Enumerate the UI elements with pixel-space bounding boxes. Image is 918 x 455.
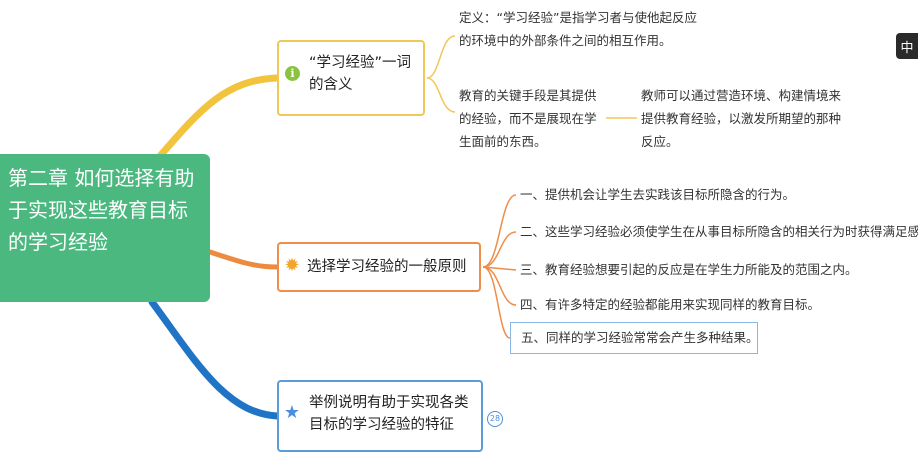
language-toggle[interactable]: 中 — [896, 33, 918, 59]
leaf-teacher[interactable]: 教师可以通过营造环境、构建情境来提供教育经验，以激发所期望的那种反应。 — [641, 88, 842, 149]
connector-b1-definition — [426, 35, 456, 79]
gear-icon: ✹ — [284, 254, 300, 276]
connector-root-branch3 — [148, 298, 281, 420]
principle-item[interactable]: 三、教育经验想要引起的反应是在学生力所能及的范围之内。 — [520, 262, 858, 277]
connector-b1-keymeans — [426, 77, 456, 113]
principle-item[interactable]: 二、这些学习经验必须使学生在从事目标所隐含的相关行为时获得满足感。 — [520, 224, 918, 239]
connector-b2-p1 — [482, 194, 517, 268]
connector-b2-p4 — [482, 266, 517, 306]
principle-item[interactable]: 一、提供机会让学生去实践该目标所隐含的行为。 — [520, 187, 796, 202]
branch-examples[interactable]: 举例说明有助于实现各类目标的学习经验的特征 — [277, 380, 483, 452]
count-badge[interactable]: 28 — [487, 411, 503, 427]
principle-item[interactable]: 四、有许多特定的经验都能用来实现同样的教育目标。 — [520, 297, 821, 312]
principle-item-selected[interactable]: 五、同样的学习经验常常会产生多种结果。 — [510, 322, 759, 354]
connector-b2-p2 — [482, 231, 517, 268]
connector-root-branch1 — [156, 74, 281, 160]
branch-general-principles[interactable]: 选择学习经验的一般原则 — [277, 242, 481, 292]
branch-term-meaning[interactable]: “学习经验”一词的含义 — [277, 40, 425, 116]
root-topic[interactable]: 第二章 如何选择有助于实现这些教育目标的学习经验 — [0, 154, 210, 302]
connector-b2-p5 — [482, 266, 511, 339]
leaf-definition[interactable]: 定义：“学习经验”是指学习者与使他起反应的环境中的外部条件之间的相互作用。 — [459, 10, 697, 48]
leaf-key-means[interactable]: 教育的关键手段是其提供的经验，而不是展现在学生面前的东西。 — [459, 88, 597, 149]
connector-b2-p3 — [482, 266, 517, 271]
star-icon: ★ — [283, 401, 301, 423]
connector-root-branch2 — [207, 249, 280, 270]
info-icon: i — [285, 66, 300, 81]
